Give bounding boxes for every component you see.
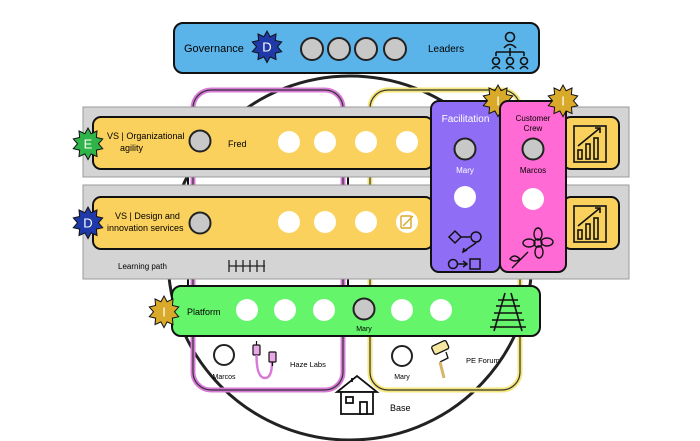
railway-track-icon [490, 292, 526, 332]
leader-circle[interactable] [300, 37, 324, 61]
leader-circle[interactable] [383, 37, 407, 61]
vs2-badge-letter: D [83, 216, 92, 231]
bar-chart-growth-icon [573, 205, 607, 243]
vs2-slot[interactable] [278, 211, 300, 233]
platform-slot[interactable] [391, 299, 413, 321]
facilitation-team[interactable]: Facilitation Mary [430, 100, 501, 273]
governance-bar[interactable]: Governance Leaders [173, 22, 540, 74]
haze-labs-label: Haze Labs [290, 360, 326, 369]
platform-badge: I [148, 294, 180, 329]
clipboard-edit-icon [400, 215, 414, 229]
platform-slot[interactable] [430, 299, 452, 321]
learning-path-label: Learning path [118, 262, 167, 271]
vs1-badge: E [72, 126, 104, 161]
vs2-title-line1: VS | Design and [115, 211, 180, 221]
vs1-slot[interactable] [314, 131, 336, 153]
facilitation-person-circle[interactable] [453, 137, 477, 161]
vs2-slot[interactable] [314, 211, 336, 233]
haze-labs-person-circle[interactable] [213, 344, 235, 366]
value-stream-design-innovation[interactable]: VS | Design and innovation services [92, 196, 434, 250]
pe-forum-person-circle[interactable] [391, 345, 413, 367]
leader-circle[interactable] [354, 37, 378, 61]
paint-roller-icon [431, 340, 450, 379]
leaders-label: Leaders [428, 44, 464, 55]
vs1-slot[interactable] [396, 131, 418, 153]
customer-crew-title-line2: Crew [524, 124, 543, 133]
platform-slot[interactable] [313, 299, 335, 321]
customer-crew-title-line1: Customer [516, 114, 551, 123]
vs1-badge-letter: E [84, 137, 93, 152]
haze-labs-team[interactable]: Marcos Haze Labs [213, 341, 327, 381]
platform-person-label: Mary [356, 326, 372, 333]
vs1-person-label: Fred [228, 139, 247, 149]
vs1-title-line2: agility [120, 143, 144, 153]
vs2-slot[interactable] [355, 211, 377, 233]
customer-crew-person-circle[interactable] [521, 137, 545, 161]
base-label: Base [390, 403, 411, 413]
ladder-icon [228, 260, 265, 272]
vs1-title-line1: VS | Organizational [107, 131, 184, 141]
governance-label: Governance [184, 43, 244, 55]
vs2-title-line2: innovation services [107, 223, 184, 233]
vs1-slot[interactable] [355, 131, 377, 153]
platform-slot[interactable] [274, 299, 296, 321]
vs2-badge: D [72, 205, 104, 240]
vs1-person-circle[interactable] [188, 129, 212, 153]
facilitation-label: Facilitation [442, 114, 490, 125]
haze-labs-person-label: Marcos [213, 374, 236, 381]
vs1-metrics-tab[interactable] [562, 116, 620, 170]
flower-icon [509, 227, 554, 269]
pe-forum-team[interactable]: Mary PE Forum [391, 340, 500, 381]
platform-person-circle[interactable] [352, 297, 376, 321]
pe-forum-label: PE Forum [466, 356, 500, 365]
pe-forum-person-label: Mary [394, 374, 410, 381]
platform-label: Platform [187, 307, 221, 317]
value-stream-organizational-agility[interactable]: VS | Organizational agility Fred [92, 116, 434, 170]
customer-crew-badge-letter: I [561, 94, 565, 109]
flow-diagram-icon [447, 229, 482, 270]
customer-crew-team[interactable]: Customer Crew Marcos [499, 100, 567, 273]
governance-badge: D [251, 29, 283, 64]
leader-circle[interactable] [327, 37, 351, 61]
vs1-slot[interactable] [278, 131, 300, 153]
cable-icon [252, 341, 277, 380]
facilitation-slot[interactable] [454, 186, 476, 208]
bar-chart-growth-icon [573, 125, 607, 163]
governance-badge-letter: D [262, 40, 271, 55]
house-icon [334, 374, 380, 415]
platform-badge-letter: I [162, 305, 166, 320]
facilitation-person-label: Mary [456, 166, 474, 175]
org-chart-icon [491, 31, 529, 70]
customer-crew-slot[interactable] [522, 188, 544, 210]
facilitation-badge-letter: I [496, 94, 500, 109]
customer-crew-badge: I [547, 83, 579, 118]
platform-bar[interactable]: Platform Mary [171, 285, 541, 337]
vs2-metrics-tab[interactable] [562, 196, 620, 250]
platform-slot[interactable] [236, 299, 258, 321]
vs2-person-circle[interactable] [188, 211, 212, 235]
customer-crew-person-label: Marcos [520, 166, 546, 175]
base: Base [334, 374, 411, 415]
